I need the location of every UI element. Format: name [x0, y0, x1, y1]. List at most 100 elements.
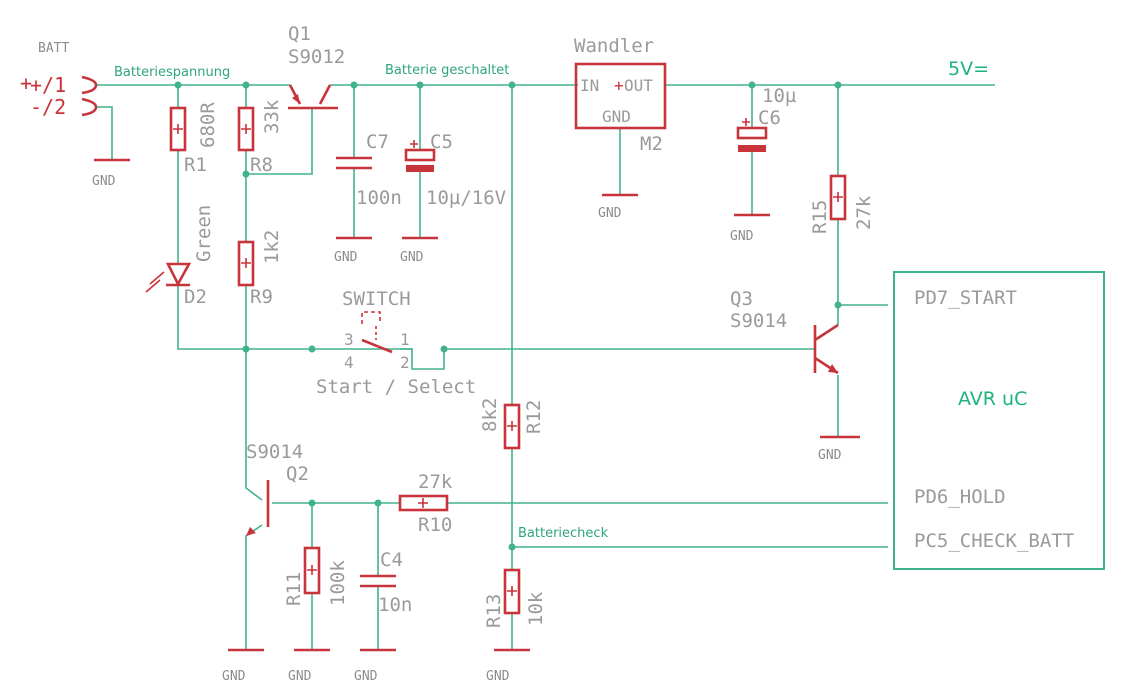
d2-value: Green: [193, 205, 215, 262]
gnd-label: GND: [334, 250, 358, 265]
q3-name: Q3: [730, 288, 753, 310]
resistor-r10: 27k R10: [398, 471, 453, 536]
regulator-m2: Wandler IN + OUT GND M2: [574, 35, 667, 155]
m2-pin-in: IN: [580, 76, 599, 95]
d2-name: D2: [184, 286, 207, 308]
resistor-r13: R13 10k: [483, 568, 547, 628]
c4-name: C4: [380, 549, 403, 571]
switch-name: SWITCH: [342, 288, 411, 310]
r9-value: 1k2: [261, 230, 283, 264]
q2-value: S9014: [246, 441, 303, 463]
net-label-batteriecheck: Batteriecheck: [518, 526, 609, 541]
connector-plus-sign: +: [20, 71, 32, 95]
r15-value: 27k: [853, 195, 875, 230]
r10-name: R10: [418, 514, 452, 536]
gnd-label: GND: [354, 669, 378, 684]
switch-pin2: 2: [400, 353, 410, 372]
capacitor-c5: C5 10µ/16V: [404, 131, 506, 209]
ground-symbols: GND GND GND GND GND GND GND GND GND GND: [92, 158, 860, 684]
r13-value: 10k: [525, 591, 547, 626]
gnd-label: GND: [400, 250, 424, 265]
connector-pin1: +/1: [30, 73, 66, 97]
ground-symbol: GND: [288, 648, 330, 684]
net-label-batteriespannung: Batteriespannung: [114, 65, 230, 80]
capacitor-c7: C7 100n: [336, 131, 402, 209]
ground-symbol: GND: [486, 648, 530, 684]
m2-name: M2: [640, 133, 663, 155]
r11-value: 100k: [327, 560, 349, 606]
capacitor-c6: 10µ C6: [736, 85, 796, 152]
r15-name: R15: [809, 200, 831, 234]
ground-symbol: GND: [598, 193, 638, 221]
q3-value: S9014: [730, 310, 787, 332]
gnd-label: GND: [598, 206, 622, 221]
m2-value: Wandler: [574, 35, 654, 57]
q1-name: Q1: [288, 23, 311, 45]
ground-symbol: GND: [818, 435, 860, 463]
resistor-r9: 1k2 R9: [237, 230, 283, 308]
mcu-title: AVR uC: [958, 388, 1027, 410]
c6-name: C6: [758, 107, 781, 129]
c7-value: 100n: [356, 187, 402, 209]
transistor-q2: S9014 Q2: [246, 441, 309, 536]
capacitor-c4: C4 10n: [360, 549, 412, 616]
r8-value: 33k: [261, 99, 283, 134]
resistor-r12: 8k2 R12: [479, 398, 545, 450]
c6-value: 10µ: [762, 85, 796, 107]
battery-connector: BATT + +/1 -/2: [20, 41, 98, 119]
c5-name: C5: [430, 131, 453, 153]
gnd-label: GND: [92, 174, 116, 189]
gnd-label: GND: [222, 669, 246, 684]
gnd-label: GND: [730, 229, 754, 244]
led-d2: Green D2: [145, 205, 215, 308]
switch-value: Start / Select: [316, 376, 476, 398]
gnd-label: GND: [486, 669, 510, 684]
r8-name: R8: [250, 154, 273, 176]
switch-pin3: 3: [344, 330, 354, 349]
switch-pin1: 1: [400, 330, 410, 349]
junctions: [174, 81, 842, 551]
c4-value: 10n: [378, 594, 412, 616]
ground-symbol: GND: [730, 213, 770, 244]
mcu-pin-pd7: PD7_START: [914, 287, 1017, 309]
resistor-r11: R11 100k: [283, 546, 349, 606]
ground-symbol: GND: [354, 648, 396, 684]
r12-value: 8k2: [479, 398, 501, 432]
q2-name: Q2: [286, 463, 309, 485]
transistor-q1: Q1 S9012: [288, 23, 345, 110]
r11-name: R11: [283, 572, 305, 606]
ground-symbol: GND: [400, 236, 438, 265]
r13-name: R13: [483, 594, 505, 628]
resistor-r8: 33k R8: [237, 99, 283, 176]
m2-pin-gnd: GND: [602, 107, 631, 126]
switch-pin4: 4: [344, 353, 354, 372]
m2-pin-out: OUT: [624, 76, 653, 95]
gnd-label: GND: [288, 669, 312, 684]
m2-plus-sign: +: [614, 76, 624, 95]
ground-symbol: GND: [334, 236, 372, 265]
resistor-r15: R15 27k: [809, 174, 875, 234]
wires: [95, 84, 995, 650]
net-label-5v: 5V=: [948, 58, 989, 80]
ground-symbol: GND: [92, 158, 130, 189]
net-label-batterie-geschaltet: Batterie geschaltet: [385, 63, 509, 78]
r9-name: R9: [250, 286, 273, 308]
c5-value: 10µ/16V: [426, 187, 506, 209]
mcu-pin-pd6: PD6_HOLD: [914, 486, 1006, 508]
mcu-block: AVR uC PD7_START PD6_HOLD PC5_CHECK_BATT: [893, 271, 1105, 570]
r12-name: R12: [523, 400, 545, 434]
resistor-r1: 680R R1: [169, 102, 219, 176]
gnd-label: GND: [818, 448, 842, 463]
mcu-pin-pc5: PC5_CHECK_BATT: [914, 530, 1074, 552]
r1-value: 680R: [197, 102, 219, 148]
r10-value: 27k: [418, 471, 453, 493]
c7-name: C7: [366, 131, 389, 153]
connector-pin2: -/2: [30, 95, 66, 119]
q1-value: S9012: [288, 46, 345, 68]
connector-name: BATT: [38, 41, 69, 56]
r1-name: R1: [184, 154, 207, 176]
transistor-q3: Q3 S9014: [730, 288, 839, 375]
switch-start-select: SWITCH 3 4 1 2 Start / Select: [316, 288, 476, 398]
ground-symbol: GND: [222, 648, 264, 684]
